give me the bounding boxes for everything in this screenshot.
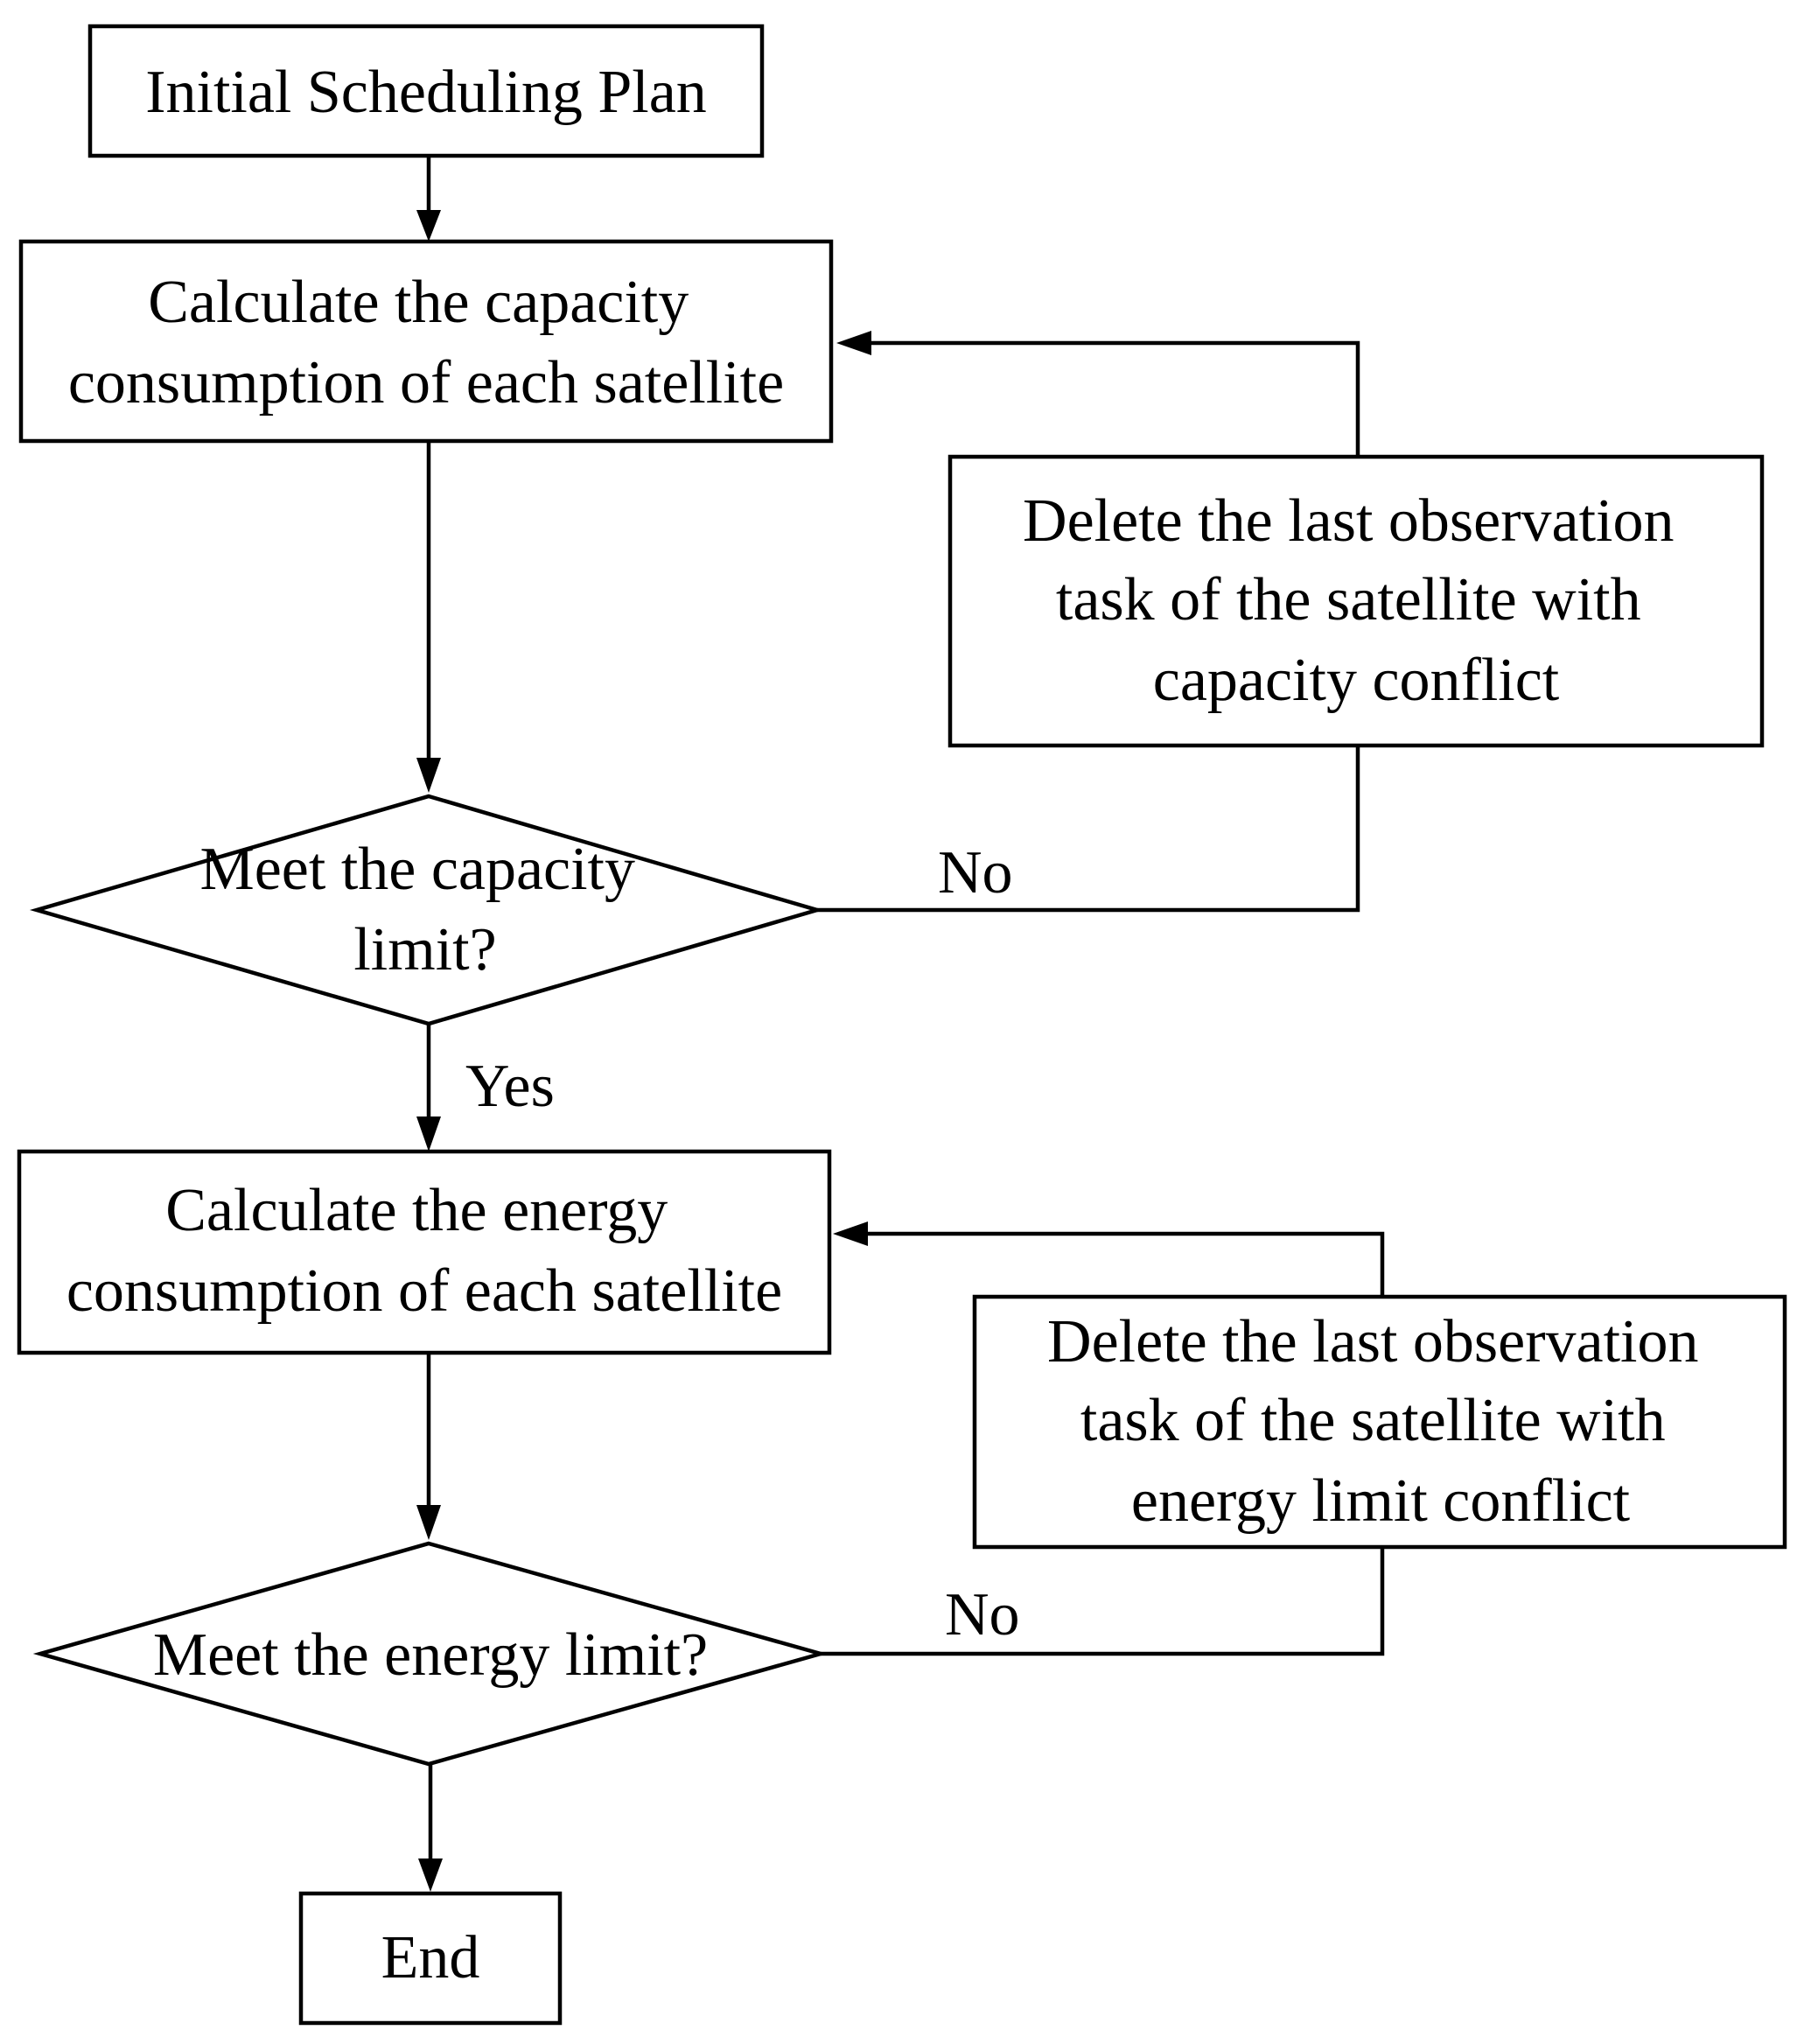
edge-delete-capacity-to-calc-capacity xyxy=(836,331,1360,457)
node-check-energy-line-1: Meet the energy limit? xyxy=(153,1621,708,1689)
edge-label-capacity-yes: Yes xyxy=(465,1053,555,1120)
edge-label-energy-no: No xyxy=(945,1581,1020,1648)
edge-check-energy-no xyxy=(821,1547,1385,1656)
node-delete-capacity-line-1: Delete the last observation xyxy=(1023,487,1674,555)
node-calc-capacity: Calculate the capacity consumption of ea… xyxy=(18,239,834,444)
edge-delete-energy-to-calc-energy xyxy=(833,1222,1385,1297)
edge-check-capacity-yes xyxy=(416,1024,441,1152)
node-delete-energy-line-2: task of the satellite with xyxy=(1080,1387,1666,1454)
node-delete-energy-line-1: Delete the last observation xyxy=(1047,1308,1698,1376)
node-calc-energy-line-1: Calculate the energy xyxy=(165,1177,668,1244)
node-start: Initial Scheduling Plan xyxy=(87,24,765,158)
node-end-line-1: End xyxy=(381,1924,480,1992)
edge-label-capacity-no: No xyxy=(938,839,1013,906)
edge-check-capacity-no xyxy=(817,746,1360,913)
node-end-label: End xyxy=(381,1924,480,1992)
node-delete-energy: Delete the last observation task of the … xyxy=(972,1294,1787,1550)
node-delete-capacity-line-3: capacity conflict xyxy=(1153,647,1560,714)
node-check-capacity-line-1: Meet the capacity xyxy=(199,836,635,903)
node-delete-capacity-label: Delete the last observation task of the … xyxy=(1023,487,1689,714)
node-delete-energy-label: Delete the last observation task of the … xyxy=(1047,1308,1714,1535)
node-calc-energy: Calculate the energy consumption of each… xyxy=(17,1149,832,1355)
node-calc-capacity-line-1: Calculate the capacity xyxy=(148,269,689,336)
edge-check-energy-to-end xyxy=(418,1764,443,1892)
node-start-line-1: Initial Scheduling Plan xyxy=(145,59,707,126)
edge-calc-capacity-to-check-capacity xyxy=(416,441,441,793)
node-check-energy-label: Meet the energy limit? xyxy=(153,1621,708,1689)
node-check-capacity: Meet the capacity limit? xyxy=(29,794,825,1026)
node-calc-energy-line-2: consumption of each satellite xyxy=(66,1257,782,1325)
edge-start-to-calc-capacity xyxy=(416,156,441,242)
node-end: End xyxy=(298,1891,563,2026)
node-delete-capacity: Delete the last observation task of the … xyxy=(947,454,1765,748)
node-start-label: Initial Scheduling Plan xyxy=(145,59,707,126)
node-calc-energy-label: Calculate the energy consumption of each… xyxy=(66,1177,782,1325)
node-calc-capacity-line-2: consumption of each satellite xyxy=(68,349,784,416)
node-delete-capacity-line-2: task of the satellite with xyxy=(1056,566,1641,634)
node-check-energy: Meet the energy limit? xyxy=(32,1541,829,1767)
node-check-capacity-label: Meet the capacity limit? xyxy=(199,836,650,984)
node-calc-capacity-label: Calculate the capacity consumption of ea… xyxy=(68,269,784,416)
edge-calc-energy-to-check-energy xyxy=(416,1353,441,1540)
node-delete-energy-line-3: energy limit conflict xyxy=(1131,1467,1631,1535)
node-check-capacity-line-2: limit? xyxy=(353,916,496,984)
